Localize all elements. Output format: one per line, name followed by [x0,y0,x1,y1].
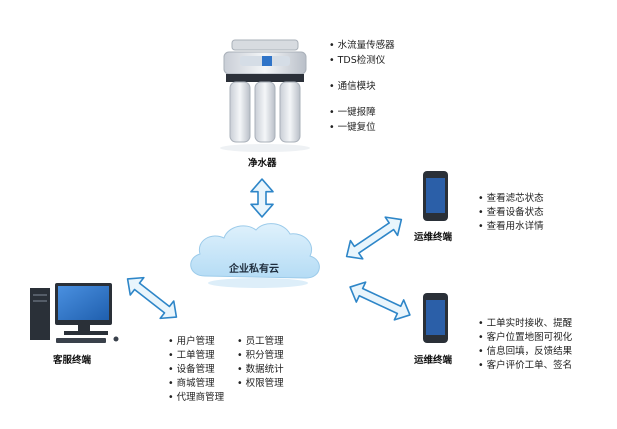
phone-icon [423,171,448,221]
purifier-feature: 水流量传感器 [329,38,395,53]
cloud-icon [190,223,320,288]
customer-feature: 积分管理 [237,349,284,363]
ops-terminal-top-feature-list: 查看滤芯状态 查看设备状态 查看用水详情 [478,192,544,234]
desktop-computer-icon [30,283,119,343]
arrow-cloud-customer [126,276,178,320]
customer-terminal-label: 客服终端 [53,355,92,366]
ops-feature: 信息回填，反馈结果 [478,345,573,359]
customer-feature: 数据统计 [237,363,284,377]
ops-terminal-bottom-feature-list: 工单实时接收、提醒 客户位置地图可视化 信息回填，反馈结果 客户评价工单、签名 [478,317,573,373]
ops-feature: 客户位置地图可视化 [478,331,573,345]
ops-feature: 工单实时接收、提醒 [478,317,573,331]
customer-terminal-feature-list-2: 员工管理 积分管理 数据统计 权限管理 [237,335,284,391]
customer-feature: 工单管理 [168,349,224,363]
water-purifier-icon [220,39,310,152]
customer-feature: 设备管理 [168,363,224,377]
purifier-label: 净水器 [248,158,277,169]
ops-feature: 查看滤芯状态 [478,192,544,206]
cloud-label: 企业私有云 [229,264,279,275]
purifier-feature-list: 水流量传感器 TDS检测仪 通信模块 一键报障 一键复位 [329,38,395,135]
customer-feature: 权限管理 [237,377,284,391]
ops-terminal-top-label: 运维终端 [414,232,453,243]
customer-feature: 代理商管理 [168,391,225,405]
arrow-purifier-cloud [250,178,274,218]
ops-feature: 查看用水详情 [478,220,544,234]
ops-feature: 查看设备状态 [478,206,544,220]
phone-icon [423,293,448,343]
arrow-cloud-ops-top [345,216,403,260]
customer-terminal-feature-list-1: 用户管理 工单管理 设备管理 商城管理 代理商管理 [168,335,225,405]
arrow-cloud-ops-bottom [349,281,411,321]
ops-feature: 客户评价工单、签名 [478,359,573,373]
customer-feature: 员工管理 [237,335,284,349]
ops-terminal-bottom-label: 运维终端 [414,355,453,366]
purifier-feature: 一键复位 [329,120,395,135]
purifier-feature: 一键报障 [329,105,395,120]
customer-feature: 用户管理 [168,335,224,349]
purifier-feature: TDS检测仪 [329,53,395,68]
purifier-feature: 通信模块 [329,79,395,94]
customer-feature: 商城管理 [168,377,224,391]
